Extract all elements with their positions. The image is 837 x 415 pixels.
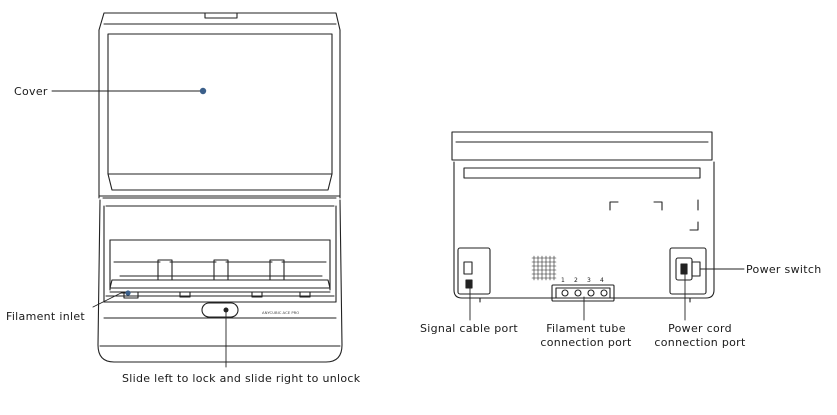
filament-tube-port-label-2: connection port (540, 336, 632, 349)
port-number-3: 3 (587, 277, 592, 284)
slide-lock-label: Slide left to lock and slide right to un… (122, 372, 361, 385)
power-switch-label: Power switch (746, 263, 822, 276)
vent-grille (531, 255, 557, 281)
brand-text: ANYCUBIC ACE PRO (262, 310, 299, 315)
signal-cable-port-label: Signal cable port (420, 322, 519, 335)
filament-tube-port-label-1: Filament tube (546, 322, 626, 335)
power-cord-port-label-2: connection port (654, 336, 746, 349)
power-cord-port-label-1: Power cord (668, 322, 732, 335)
cover-label: Cover (14, 85, 48, 98)
back-view (451, 131, 715, 303)
front-view: ANYCUBIC ACE PRO (97, 12, 343, 363)
port-number-2: 2 (574, 277, 579, 284)
cover-lid (98, 12, 341, 199)
filament-inlet-dot (125, 290, 131, 296)
slide-latch (201, 302, 239, 318)
cover-dot (199, 87, 207, 95)
port-number-4: 4 (600, 277, 605, 284)
port-number-1: 1 (561, 277, 566, 284)
front-body (97, 199, 343, 363)
callouts (51, 87, 745, 368)
filament-inlet-label: Filament inlet (6, 310, 86, 323)
